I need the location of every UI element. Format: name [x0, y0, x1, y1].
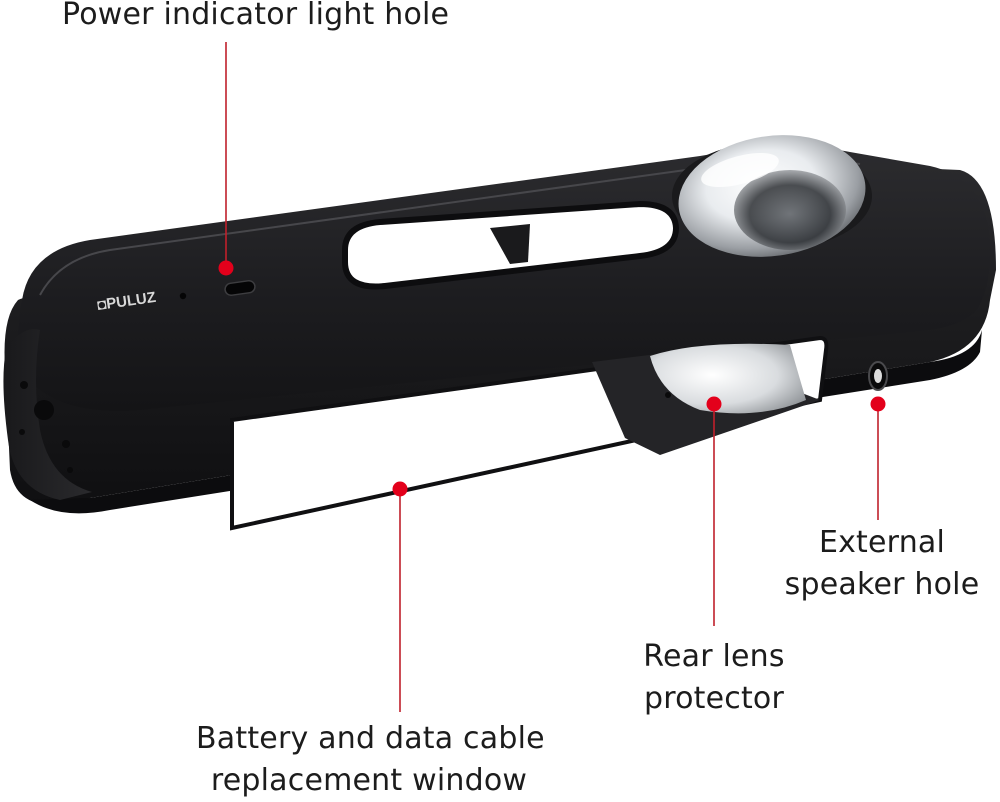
- callout-text: Rear lens: [643, 639, 785, 674]
- callout-rear-lens: Rear lens protector: [632, 636, 796, 720]
- leader-lines: [225, 42, 879, 712]
- callout-text: External: [818, 525, 946, 560]
- callout-text: Battery and data cable: [196, 721, 545, 756]
- side-window: [230, 335, 829, 531]
- red-dot-marker-icon: [870, 396, 886, 412]
- callout-text: replacement window: [210, 763, 528, 798]
- callout-external-speaker: External speaker hole: [782, 522, 982, 606]
- mic-hole: [179, 292, 187, 300]
- speaker-hole: [868, 361, 888, 391]
- callout-text: speaker hole: [784, 567, 980, 602]
- power-indicator-slot: [224, 279, 256, 297]
- callout-text: Power indicator light hole: [62, 0, 450, 32]
- callout-power-indicator: Power indicator light hole: [62, 0, 449, 36]
- top-window: [342, 200, 680, 290]
- front-lens-dome: [672, 135, 872, 257]
- red-dot-marker-icon: [392, 481, 408, 497]
- markers: [218, 260, 886, 497]
- callout-battery-window: Battery and data cable replacement windo…: [196, 718, 545, 802]
- red-dot-marker-icon: [706, 396, 722, 412]
- red-dot-marker-icon: [218, 260, 234, 276]
- callout-text: protector: [643, 681, 785, 716]
